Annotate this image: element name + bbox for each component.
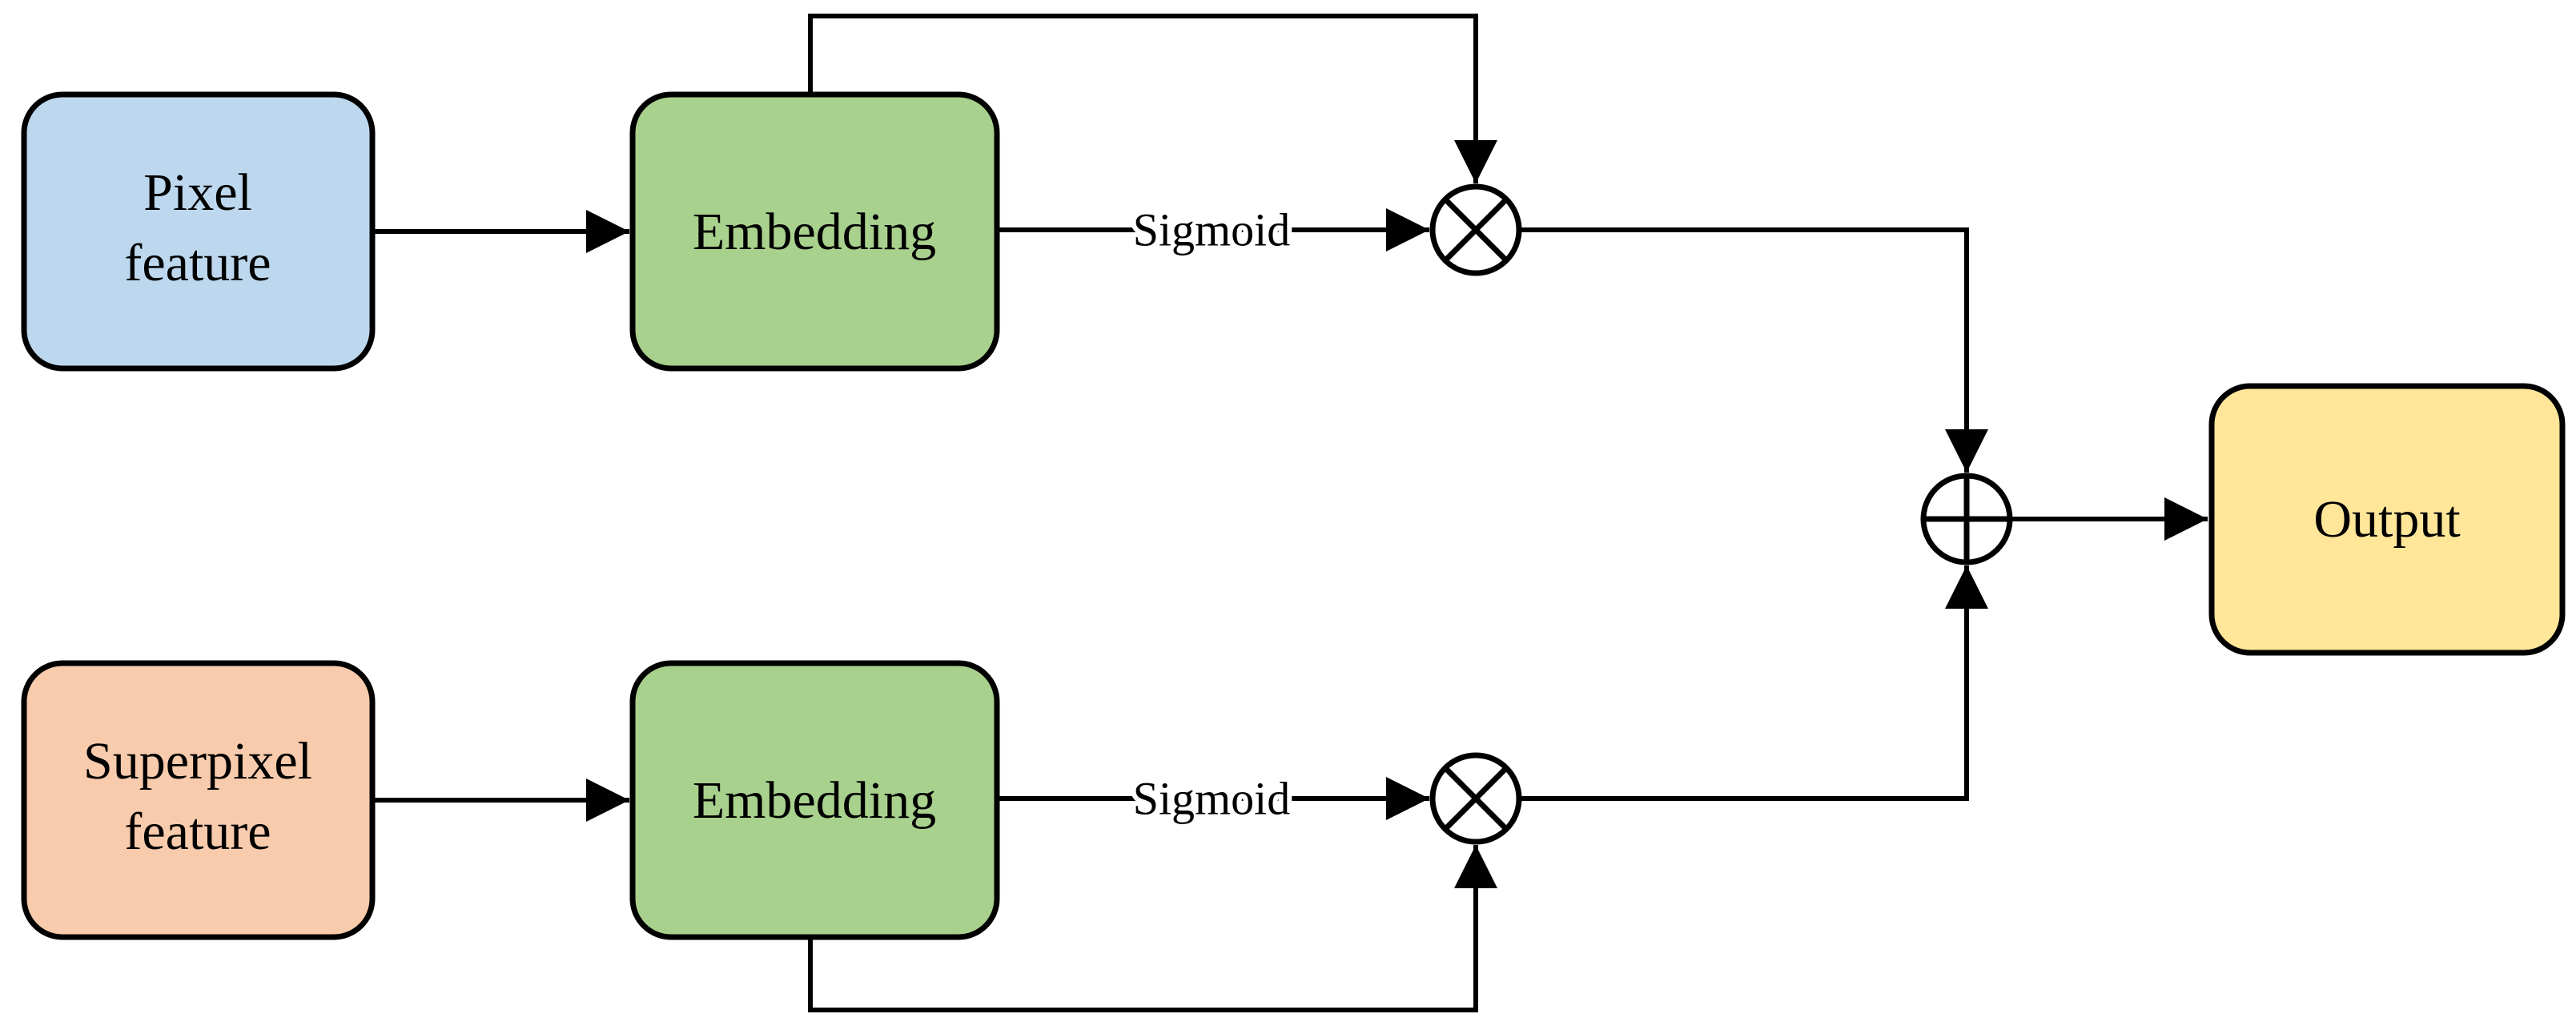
nodes-layer: Pixel feature Embedding Superpixel featu… — [21, 91, 2566, 940]
superpixel-feature-label-line1: Superpixel — [83, 732, 312, 791]
superpixel-feature-label-line2: feature — [124, 803, 271, 861]
embedding-bottom-label: Embedding — [693, 771, 936, 830]
embedding-bottom-box — [629, 660, 1000, 940]
pixel-feature-label-line1: Pixel — [143, 163, 252, 222]
sigmoid-top-label: Sigmoid — [1133, 204, 1291, 256]
edge-multiply-bottom-to-add — [1521, 565, 1988, 801]
embedding-top-node: Embedding — [629, 91, 1000, 372]
output-node: Output — [2208, 383, 2566, 656]
pixel-feature-node: Pixel feature — [21, 91, 376, 372]
edges-layer — [372, 14, 2208, 1012]
pixel-feature-label-line2: feature — [124, 234, 271, 292]
embedding-top-label: Embedding — [693, 203, 936, 261]
output-box — [2208, 383, 2566, 656]
edge-skip-embedding-bottom-to-multiply — [808, 845, 1497, 1012]
multiply-top-cross — [1443, 197, 1509, 263]
edge-skip-embedding-top-to-multiply — [808, 14, 1497, 183]
operators-layer — [1429, 183, 2013, 845]
sigmoid-bottom-label: Sigmoid — [1133, 773, 1291, 825]
output-label: Output — [2313, 490, 2460, 549]
multiply-bottom-cross — [1443, 766, 1509, 831]
pixel-feature-box — [21, 91, 376, 372]
embedding-bottom-node: Embedding — [629, 660, 1000, 940]
superpixel-feature-node: Superpixel feature — [21, 660, 376, 940]
multiply-top-icon — [1429, 183, 1522, 276]
multiply-bottom-icon — [1429, 752, 1522, 845]
add-icon — [1920, 473, 2013, 565]
embedding-top-box — [629, 91, 1000, 372]
superpixel-feature-box — [21, 660, 376, 940]
edge-labels-layer: Sigmoid Sigmoid — [1128, 199, 1296, 830]
add-plus — [1923, 476, 2010, 562]
edge-multiply-top-to-add — [1521, 227, 1988, 473]
